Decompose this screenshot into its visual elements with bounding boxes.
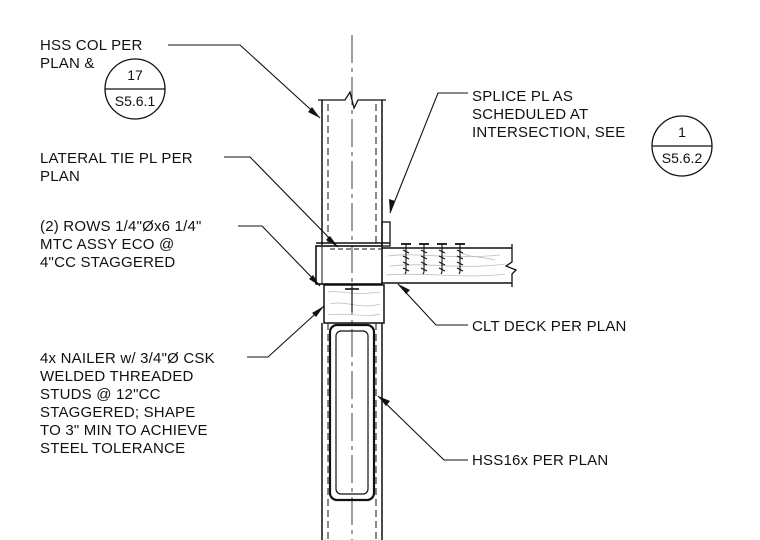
bubble-col-number: 17 [127,67,143,83]
hss-column-upper [318,90,386,245]
detail-bubble-col[interactable]: 17 S5.6.1 [104,58,166,120]
lateral-tie-plate [315,245,383,285]
note-clt-deck: CLT DECK PER PLAN [472,318,627,335]
hss16-section [328,323,376,502]
bubble-splice-sheet: S5.6.2 [662,150,703,166]
note-splice-pl: SPLICE PL AS SCHEDULED AT INTERSECTION, … [472,88,626,141]
wood-nailer [323,284,385,324]
bubble-splice-number: 1 [678,124,686,140]
detail-bubble-splice[interactable]: 1 S5.6.2 [651,115,713,177]
note-mtc-rows: (2) ROWS 1/4"Øx6 1/4" MTC ASSY ECO @ 4"C… [40,218,202,271]
screw-row [401,243,465,275]
note-nailer: 4x NAILER w/ 3/4"Ø CSK WELDED THREADED S… [40,350,215,457]
note-hss16: HSS16x PER PLAN [472,452,609,469]
splice-plate [381,221,391,247]
leader-arrowheads [308,107,410,406]
clt-deck [382,244,518,287]
bubble-col-sheet: S5.6.1 [115,93,156,109]
leader-lines [168,44,468,461]
note-lateral-tie: LATERAL TIE PL PER PLAN [40,150,193,185]
note-hss-col: HSS COL PER PLAN & [40,37,143,72]
hss-column-lower [321,323,383,540]
